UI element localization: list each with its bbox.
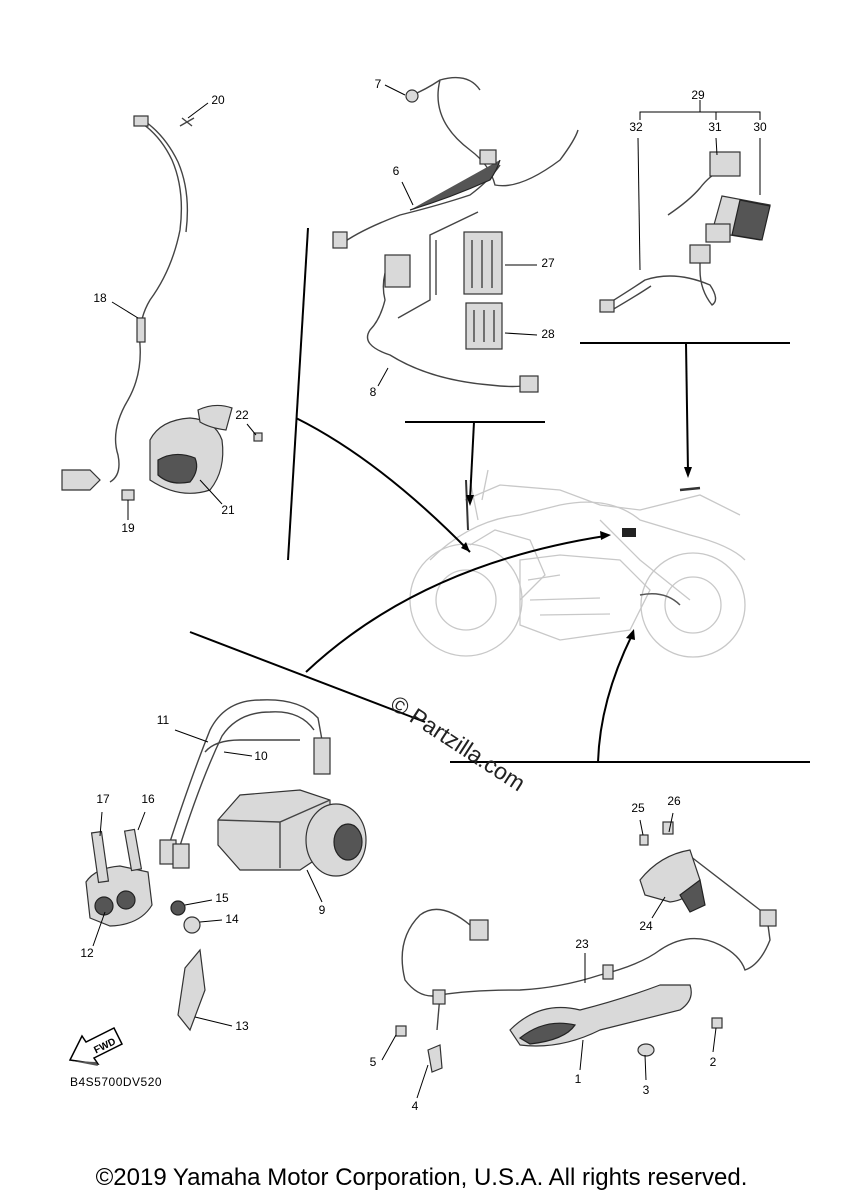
callout-leader-9	[306, 869, 323, 903]
callout-leader-2	[712, 1027, 717, 1053]
callout-leader-13	[194, 1016, 233, 1027]
callout-1: 1	[575, 1072, 582, 1086]
callout-17: 17	[96, 792, 110, 806]
callout-leader-12	[92, 911, 106, 947]
callout-13: 13	[235, 1019, 249, 1033]
callout-11: 11	[157, 713, 170, 727]
callout-leader-32	[637, 137, 641, 271]
callout-leader-24	[651, 896, 666, 919]
callout-leader-22	[246, 423, 257, 436]
callout-26: 26	[667, 794, 681, 808]
callout-leader-8	[377, 367, 389, 387]
callout-6: 6	[393, 164, 400, 178]
callout-leader-21	[199, 479, 223, 505]
diagram-code: B4S5700DV520	[70, 1075, 163, 1089]
callout-leader-10	[223, 751, 253, 757]
callout-28: 28	[541, 327, 555, 341]
callout-32: 32	[629, 120, 643, 134]
callout-leader-17	[99, 811, 103, 837]
group-hydraulic-unit	[85, 699, 367, 1032]
callout-27: 27	[541, 256, 555, 270]
callout-30: 30	[753, 120, 767, 134]
callout-leader-31	[715, 137, 718, 156]
callout-5: 5	[370, 1055, 377, 1069]
pointer-arrows	[189, 227, 810, 763]
group-wheel-sensor-lead	[61, 115, 263, 501]
group-sub-harness	[599, 100, 771, 313]
callout-leader-7	[384, 84, 406, 96]
callout-23: 23	[575, 937, 589, 951]
callout-22: 22	[235, 408, 249, 422]
callout-leader-26	[668, 812, 674, 833]
callout-19: 19	[121, 521, 135, 535]
callout-leader-5	[381, 1034, 397, 1061]
callout-31: 31	[708, 120, 722, 134]
callout-24: 24	[639, 919, 653, 933]
callout-leader-14	[199, 919, 223, 923]
callout-leader-6	[401, 181, 414, 206]
callout-leader-16	[137, 811, 146, 831]
callout-leader-20	[187, 102, 209, 119]
callout-8: 8	[370, 385, 377, 399]
callout-leader-4	[416, 1064, 429, 1099]
callout-10: 10	[254, 749, 268, 763]
callout-leader-25	[639, 819, 644, 836]
callout-leader-15	[184, 899, 213, 906]
callout-leader-3	[644, 1054, 647, 1081]
copyright-notice: ©2019 Yamaha Motor Corporation, U.S.A. A…	[95, 1164, 748, 1191]
callout-9: 9	[319, 903, 326, 917]
callout-7: 7	[375, 77, 382, 91]
callout-15: 15	[215, 891, 229, 905]
motorcycle-silhouette	[409, 469, 746, 658]
group-front-sensor	[395, 821, 777, 1073]
callout-21: 21	[221, 503, 235, 517]
callout-leader-1	[579, 1039, 584, 1071]
callout-25: 25	[631, 801, 645, 815]
callout-leaders	[92, 84, 761, 1099]
callout-leader-28	[504, 332, 538, 336]
group-wire-harness	[332, 76, 579, 393]
callout-leader-11	[174, 729, 209, 743]
callout-14: 14	[225, 912, 239, 926]
callout-16: 16	[141, 792, 155, 806]
callout-12: 12	[80, 946, 94, 960]
callout-labels: 1234567891011121314151617181920212223242…	[80, 77, 767, 1113]
callout-3: 3	[643, 1083, 650, 1097]
callout-2: 2	[710, 1055, 717, 1069]
callout-18: 18	[93, 291, 107, 305]
callout-29: 29	[691, 88, 705, 102]
callout-20: 20	[211, 93, 225, 107]
callout-4: 4	[412, 1099, 419, 1113]
callout-leader-18	[111, 301, 139, 319]
forward-arrow-icon: FWD	[68, 1026, 124, 1066]
